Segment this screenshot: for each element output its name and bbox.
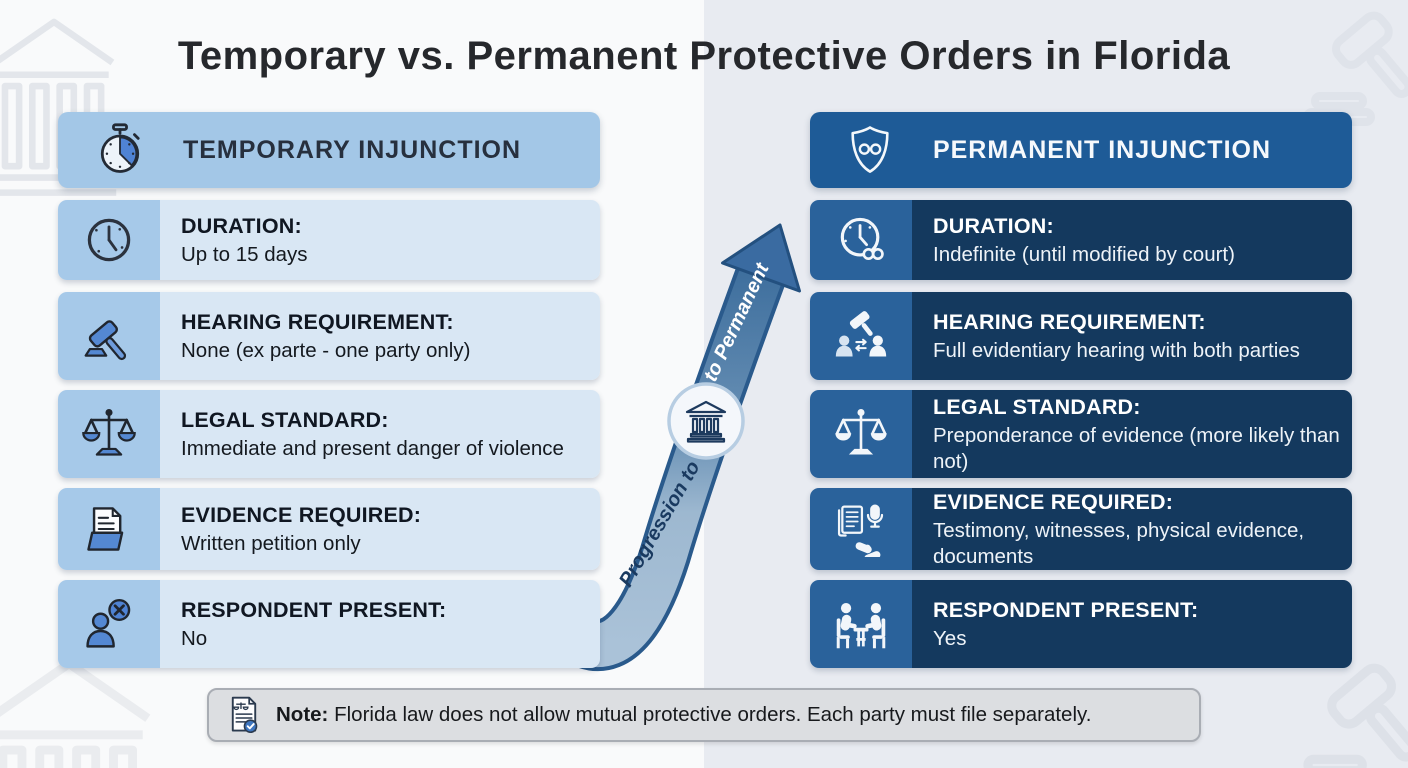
progression-arrow: Progression to to Permanent — [568, 223, 801, 671]
gavel-icon — [58, 292, 160, 380]
temporary-evidence-row: EVIDENCE REQUIRED: Written petition only — [58, 488, 600, 570]
permanent-injunction-column: PERMANENT INJUNCTION DURATION: Indefinit… — [810, 112, 1352, 668]
courthouse-icon — [685, 400, 727, 443]
permanent-standard-row: LEGAL STANDARD: Preponderance of evidenc… — [810, 390, 1352, 478]
scales-icon — [810, 390, 912, 478]
permanent-respondent-row: RESPONDENT PRESENT: Yes — [810, 580, 1352, 668]
permanent-header-label: PERMANENT INJUNCTION — [932, 135, 1272, 164]
row-label: RESPONDENT PRESENT: — [933, 597, 1199, 622]
testimony-evidence-icon — [810, 488, 912, 570]
permanent-evidence-row: EVIDENCE REQUIRED: Testimony, witnesses,… — [810, 488, 1352, 570]
gavel-watermark-icon — [1303, 663, 1408, 768]
permanent-header: PERMANENT INJUNCTION — [810, 112, 1352, 188]
temporary-hearing-row: HEARING REQUIREMENT: None (ex parte - on… — [58, 292, 600, 380]
permanent-hearing-row: HEARING REQUIREMENT: Full evidentiary he… — [810, 292, 1352, 380]
row-value: None (ex parte - one party only) — [181, 338, 471, 362]
scales-icon — [58, 390, 160, 478]
stopwatch-icon — [92, 122, 148, 178]
permanent-duration-row: DURATION: Indefinite (until modified by … — [810, 200, 1352, 280]
row-value: Immediate and present danger of violence — [181, 436, 564, 460]
note-document-icon — [225, 695, 263, 735]
person-denied-icon — [58, 580, 160, 668]
row-label: DURATION: — [933, 213, 1054, 238]
temporary-standard-row: LEGAL STANDARD: Immediate and present da… — [58, 390, 600, 478]
gavel-parties-icon — [810, 292, 912, 380]
document-folder-icon — [58, 488, 160, 570]
row-label: RESPONDENT PRESENT: — [181, 597, 447, 622]
temporary-header: TEMPORARY INJUNCTION — [58, 112, 600, 188]
parties-meeting-icon — [810, 580, 912, 668]
clock-icon — [58, 200, 160, 280]
row-value: Yes — [933, 626, 967, 650]
temporary-respondent-row: RESPONDENT PRESENT: No — [58, 580, 600, 668]
temporary-injunction-column: TEMPORARY INJUNCTION DURATION: Up to 15 … — [58, 112, 600, 668]
row-label: EVIDENCE REQUIRED: — [933, 489, 1174, 514]
row-value: No — [181, 626, 208, 650]
clock-infinity-icon — [810, 200, 912, 280]
temporary-duration-row: DURATION: Up to 15 days — [58, 200, 600, 280]
row-value: Up to 15 days — [181, 242, 308, 266]
row-value: Testimony, witnesses, physical evidence,… — [933, 518, 1305, 568]
row-value: Preponderance of evidence (more likely t… — [933, 423, 1340, 473]
arrow-band — [568, 245, 786, 667]
row-label: HEARING REQUIREMENT: — [933, 309, 1206, 334]
row-label: HEARING REQUIREMENT: — [181, 309, 454, 334]
row-label: LEGAL STANDARD: — [933, 394, 1141, 419]
row-value: Written petition only — [181, 531, 361, 555]
arrow-head — [721, 223, 801, 293]
note-label: Note: — [276, 703, 329, 726]
note-bar: Note: Florida law does not allow mutual … — [207, 688, 1201, 742]
row-value: Indefinite (until modified by court) — [933, 242, 1235, 266]
row-label: LEGAL STANDARD: — [181, 407, 389, 432]
shield-infinity-icon — [844, 124, 896, 176]
page-title: Temporary vs. Permanent Protective Order… — [177, 34, 1231, 78]
note-body: Florida law does not allow mutual protec… — [334, 703, 1092, 726]
row-value: Full evidentiary hearing with both parti… — [933, 338, 1300, 362]
row-label: DURATION: — [181, 213, 302, 238]
temporary-header-label: TEMPORARY INJUNCTION — [182, 135, 522, 164]
row-label: EVIDENCE REQUIRED: — [181, 502, 422, 527]
